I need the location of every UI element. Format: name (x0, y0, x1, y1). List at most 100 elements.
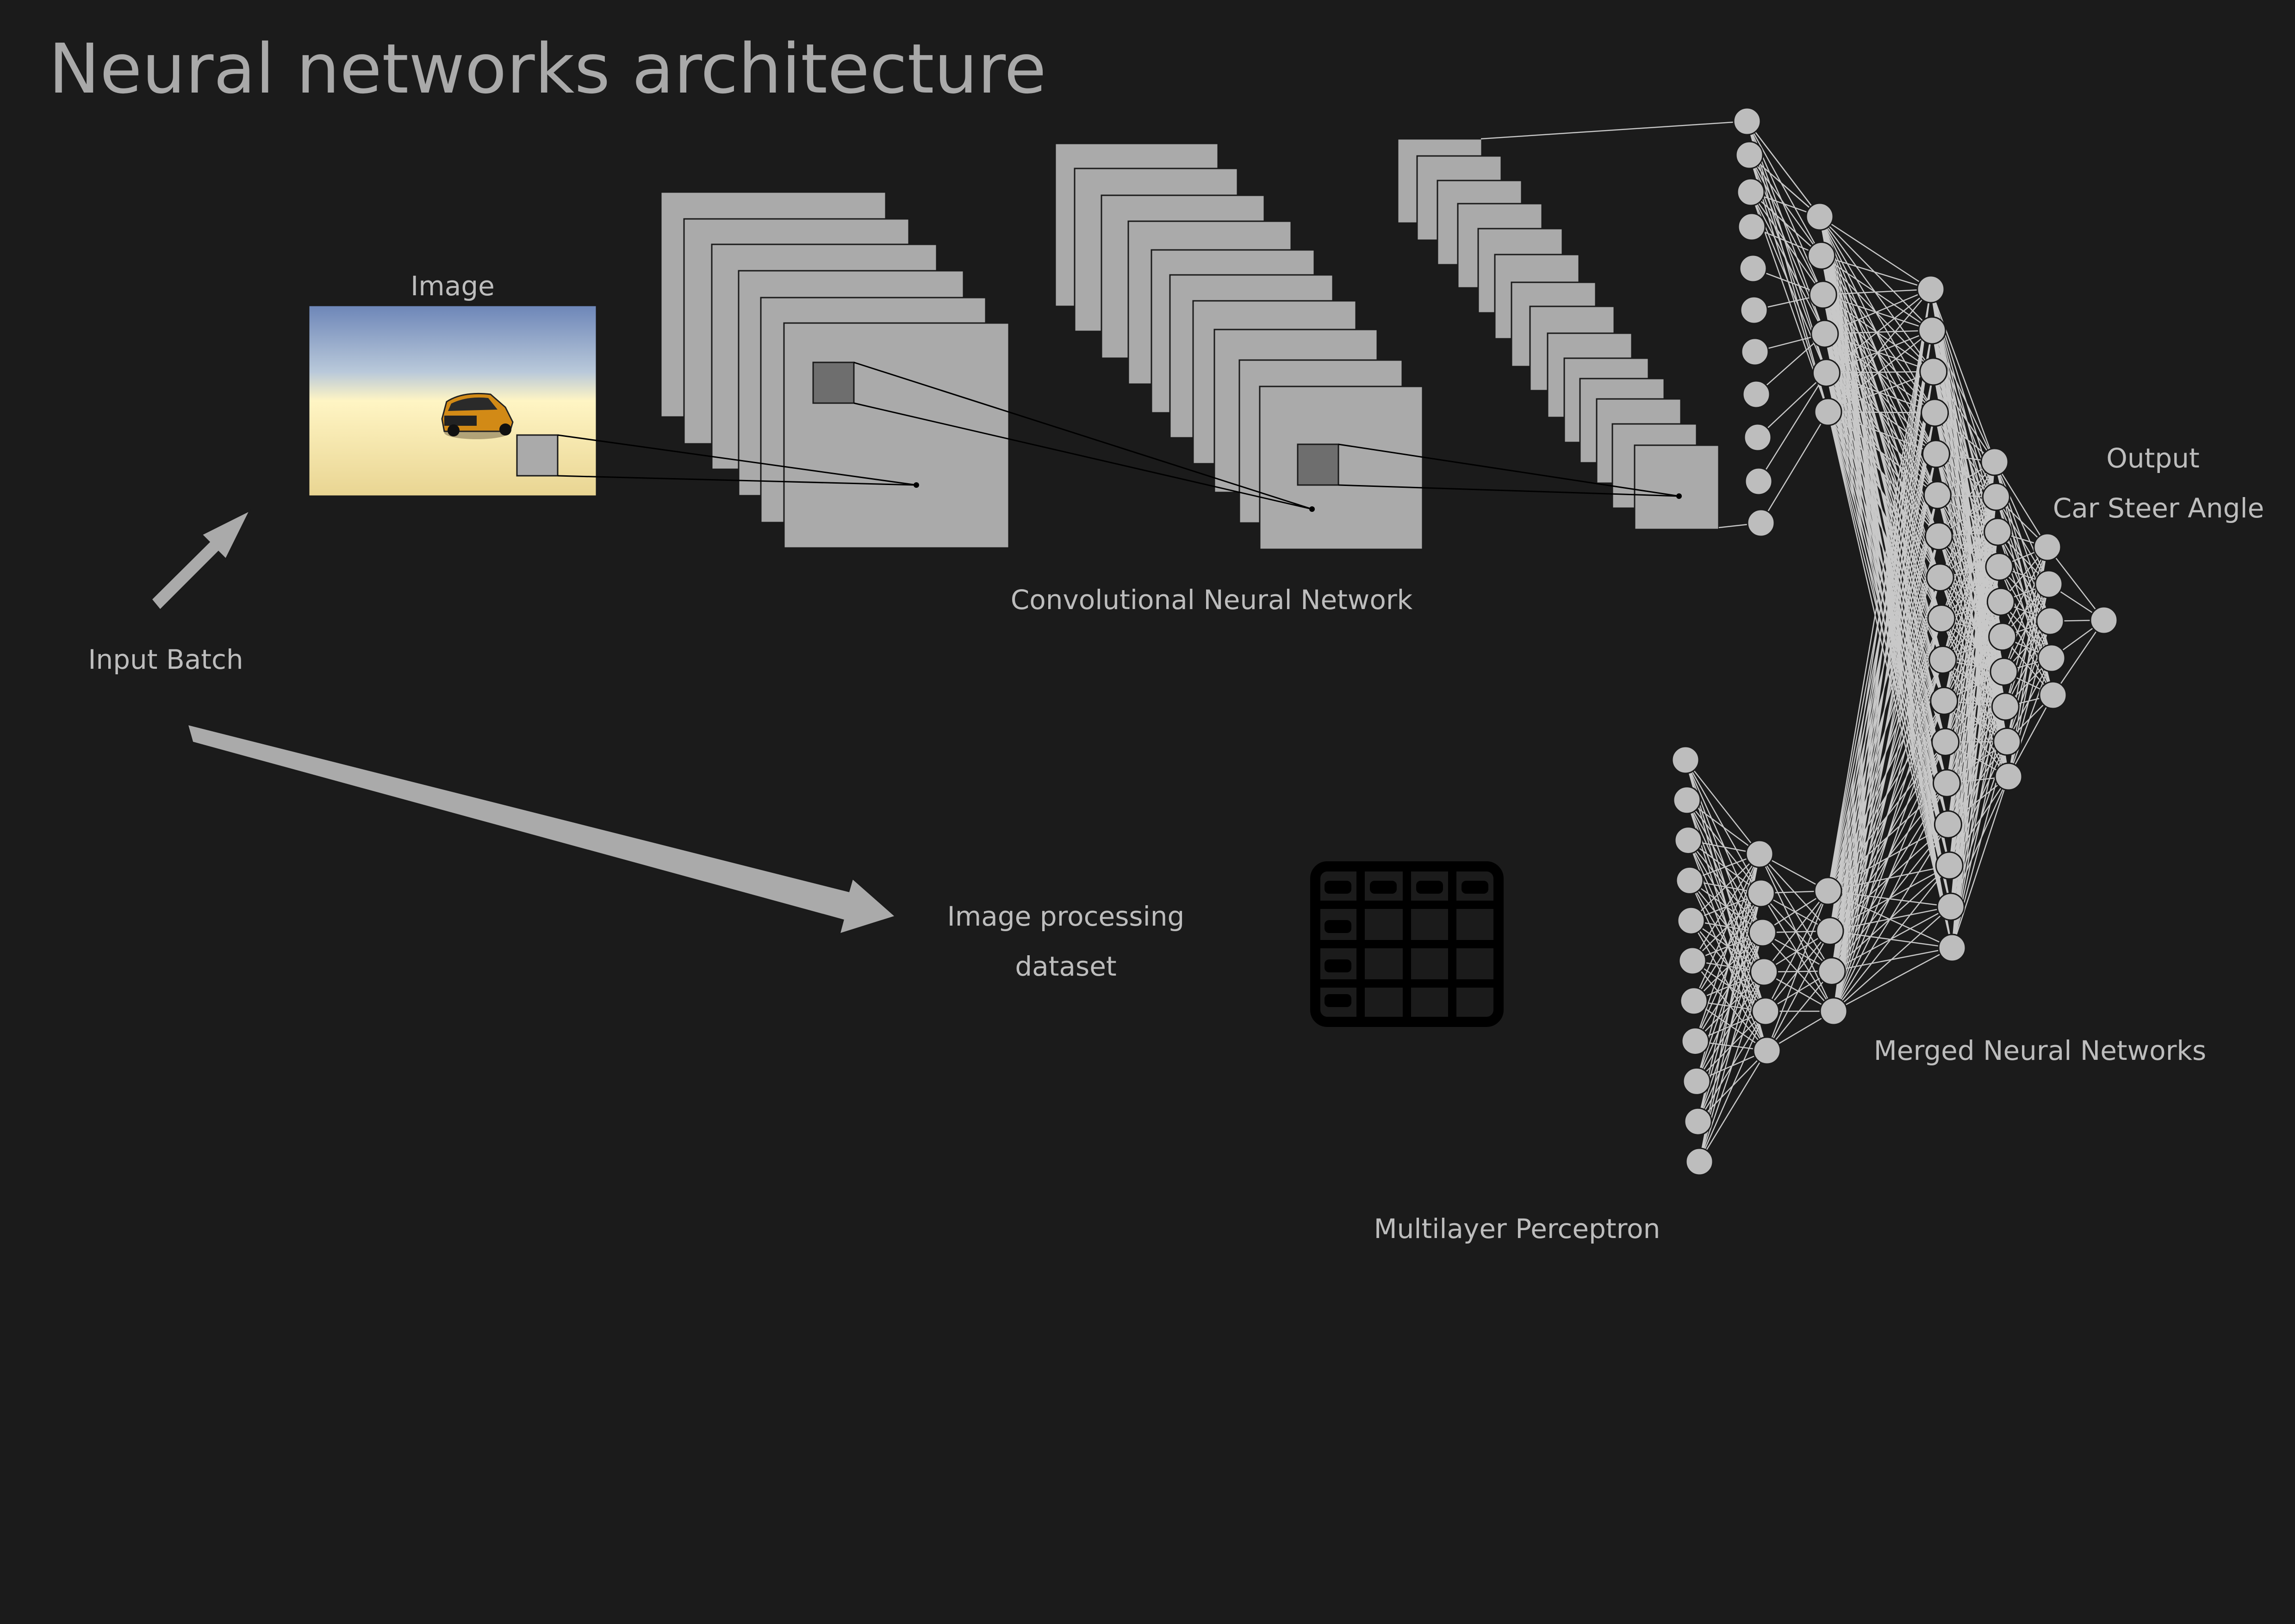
connection-line (1942, 659, 2009, 777)
connection-line (1833, 947, 1953, 1012)
connection-line (1826, 289, 1931, 373)
connection-line (2008, 658, 2052, 777)
cnn-flatten-node (1733, 107, 1761, 136)
image-processing-label-line2: dataset (1015, 951, 1116, 982)
input-batch-label: Input Batch (88, 644, 243, 675)
connection-line (1698, 1011, 1766, 1162)
cnn-flatten-node (1744, 467, 1773, 496)
image-processing-label-line1: Image processing (947, 901, 1185, 932)
connection-line (1833, 371, 1934, 1012)
connection-line (1833, 495, 1938, 1012)
output-label: Output (2106, 442, 2199, 474)
merged-layer-node (1991, 692, 2020, 721)
cnn-dense-node (1810, 319, 1839, 348)
connection-line (1833, 741, 1946, 1012)
connection-line (1933, 371, 1997, 498)
connection-line (1821, 255, 1933, 331)
cnn-flatten-node (1735, 141, 1764, 169)
merged-layer-node (1993, 727, 2021, 756)
connection-line (2047, 547, 2104, 621)
image-label: Image (410, 270, 495, 302)
connection-line (1833, 412, 1935, 1012)
connection-line (1826, 372, 1941, 578)
merged-layer-node (1985, 553, 2014, 581)
merged-layer-node (1982, 483, 2010, 511)
merged-layer-node (1918, 316, 1947, 345)
connection-line (1997, 531, 2052, 659)
cnn-dense-node (1805, 202, 1834, 231)
connection-line (1828, 330, 1933, 412)
merged-layer-node (2037, 644, 2066, 672)
connection-line (1758, 372, 1827, 482)
merged-layer-node (1919, 357, 1948, 386)
connection-line (1822, 294, 1933, 331)
arrow-up-right-icon (150, 509, 252, 611)
connection-line (1826, 372, 1940, 537)
mlp-hidden-node (1748, 918, 1777, 947)
cnn-flatten-node (1747, 509, 1775, 537)
output-node (2090, 606, 2118, 635)
cnn-flatten-node (1742, 380, 1771, 409)
connection-line (2003, 547, 2048, 672)
connection-line (1826, 372, 1935, 413)
cnn-flatten-node (1740, 296, 1768, 324)
merged-layer-node (2034, 570, 2063, 598)
mlp-label: Multilayer Perceptron (1374, 1213, 1661, 1244)
connection-line (1943, 700, 2009, 777)
connection-line (1763, 890, 1829, 972)
car-icon (441, 392, 514, 439)
connection-line (1747, 121, 1820, 217)
mlp-input-node (1682, 1067, 1711, 1095)
connection-line (1822, 294, 1934, 372)
connection-line (1765, 890, 1829, 1012)
connection-line (1748, 155, 1822, 256)
merged-layer-node (1930, 686, 1959, 715)
connection-line (1946, 461, 1996, 784)
merged-layer-node (1990, 657, 2018, 686)
connection-line (1933, 371, 1996, 462)
merged-layer-node (1927, 604, 1956, 633)
connection-line (1833, 865, 1950, 1012)
connection-line (1748, 155, 1824, 295)
cnn-dense-node (1814, 398, 1842, 426)
merged-layer-node (1933, 769, 1961, 797)
connection-line (1833, 783, 1947, 1012)
merged-layer-node (1986, 587, 2015, 616)
mlp-input-node (1678, 946, 1707, 975)
connection-line (1749, 155, 1820, 217)
connection-line (1940, 618, 2008, 742)
connection-line (2052, 620, 2105, 696)
merged-layer-node (1935, 851, 1964, 880)
cnn-dense-node (1809, 280, 1837, 309)
cnn-flatten-node (1739, 254, 1767, 283)
merged-label: Merged Neural Networks (1874, 1035, 2206, 1066)
connection-line (1951, 636, 2003, 948)
connection-line (1824, 330, 1932, 335)
mlp-input-node (1677, 906, 1705, 935)
connection-line (1951, 602, 2002, 948)
connection-line (1826, 373, 1942, 619)
connection-line (1827, 411, 1945, 701)
connection-line (1691, 853, 1760, 921)
connection-line (1930, 289, 1996, 462)
merged-layer-node (1938, 933, 1966, 962)
cnn-dense-node (1812, 359, 1841, 387)
connection-line (1693, 853, 1760, 1002)
conv-layer-stack-1 (660, 191, 1010, 549)
merged-layer-node (1984, 517, 2012, 546)
connection-line (1827, 411, 1944, 660)
connection-line (1828, 289, 1931, 412)
connection-line (1480, 120, 1748, 140)
connection-line (1826, 372, 1937, 454)
cnn-flatten-node (1737, 212, 1766, 241)
connection-line (1821, 255, 1931, 290)
connection-line (1824, 333, 1934, 373)
connection-line (1940, 496, 1997, 578)
mlp-input-node (1681, 1027, 1710, 1056)
connection-line (1685, 759, 1760, 854)
merged-layer-node (1994, 762, 2023, 791)
connection-line (1750, 192, 1822, 256)
connection-line (1998, 566, 2054, 696)
conv-layer-stack-3 (1397, 138, 1720, 530)
connection-line (1698, 1050, 1768, 1162)
